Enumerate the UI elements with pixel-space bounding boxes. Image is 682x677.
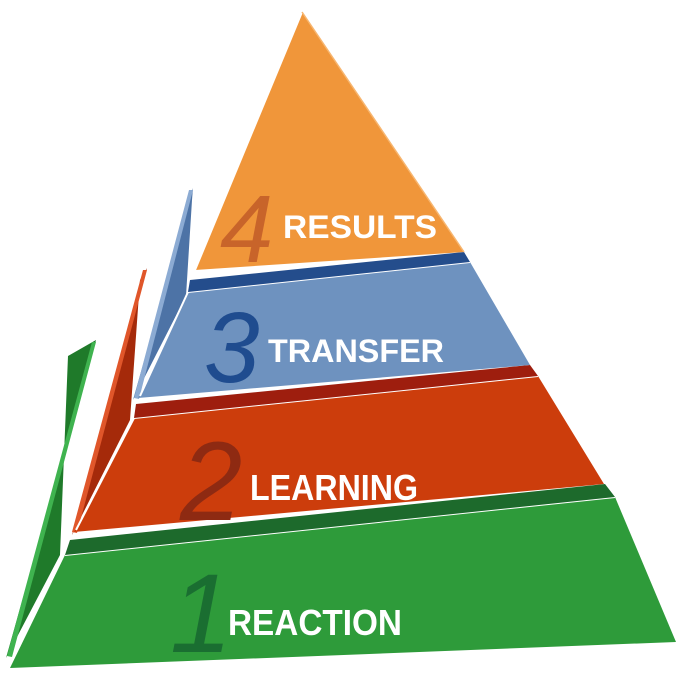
level-results-number: 4 [220, 176, 273, 283]
level-learning-front [74, 376, 604, 532]
level-results-label: RESULTS [283, 209, 437, 245]
level-transfer-label: TRANSFER [268, 333, 444, 369]
level-reaction-front [10, 497, 676, 668]
level-results-front [195, 12, 464, 270]
level-reaction-label: REACTION [228, 602, 402, 643]
level-transfer-front [138, 262, 530, 398]
level-reaction-number: 1 [170, 551, 232, 676]
level-transfer: 3 TRANSFER [133, 188, 530, 404]
level-learning-number: 2 [179, 419, 242, 544]
level-transfer-number: 3 [204, 292, 260, 404]
level-learning: 2 LEARNING [72, 268, 604, 544]
level-reaction: 1 REACTION [6, 340, 676, 676]
level-learning-label: LEARNING [250, 467, 418, 508]
level-results: 4 RESULTS [194, 11, 465, 283]
